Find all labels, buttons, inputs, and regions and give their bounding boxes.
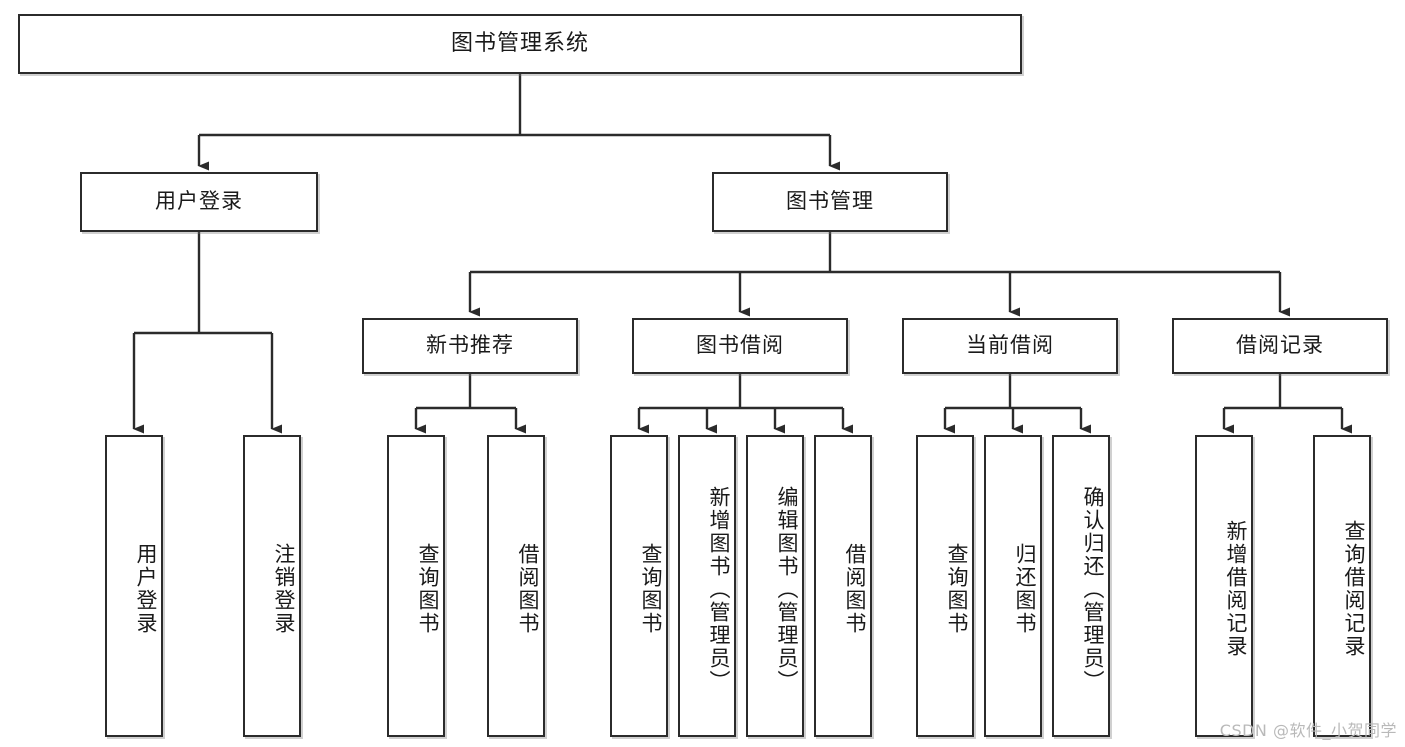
node-leaf-query-book-recommend-label: 查询图书 — [416, 543, 440, 635]
node-leaf-user-logout[interactable]: 注销登录 — [243, 435, 301, 737]
node-leaf-query-borrow-record-label: 查询借阅记录 — [1342, 520, 1366, 658]
node-leaf-edit-book-admin[interactable]: 编辑图书（管理员） — [746, 435, 804, 737]
node-user-login-label: 用户登录 — [155, 189, 243, 214]
node-leaf-query-book-current-label: 查询图书 — [945, 543, 969, 635]
node-leaf-return-book[interactable]: 归还图书 — [984, 435, 1042, 737]
node-root-label: 图书管理系统 — [450, 30, 589, 56]
node-leaf-return-book-label: 归还图书 — [1013, 543, 1037, 635]
node-borrow-record-label: 借阅记录 — [1236, 333, 1324, 358]
node-leaf-borrow-book-label: 借阅图书 — [843, 543, 867, 635]
node-leaf-query-book-borrow[interactable]: 查询图书 — [610, 435, 668, 737]
node-leaf-query-book-recommend[interactable]: 查询图书 — [387, 435, 445, 737]
node-leaf-edit-book-admin-label: 编辑图书（管理员） — [775, 485, 799, 693]
node-book-borrow[interactable]: 图书借阅 — [632, 318, 848, 374]
node-leaf-borrow-book-recommend-label: 借阅图书 — [516, 543, 540, 635]
node-borrow-record[interactable]: 借阅记录 — [1172, 318, 1388, 374]
node-leaf-borrow-book-recommend[interactable]: 借阅图书 — [487, 435, 545, 737]
node-leaf-user-login-label: 用户登录 — [134, 543, 158, 635]
node-new-book-recommend[interactable]: 新书推荐 — [362, 318, 578, 374]
node-leaf-add-borrow-record-label: 新增借阅记录 — [1224, 520, 1248, 658]
node-leaf-user-login[interactable]: 用户登录 — [105, 435, 163, 737]
node-leaf-query-book-current[interactable]: 查询图书 — [916, 435, 974, 737]
csdn-watermark: CSDN @软件_小贺同学 — [1219, 721, 1397, 740]
node-leaf-query-borrow-record[interactable]: 查询借阅记录 — [1313, 435, 1371, 737]
node-new-book-recommend-label: 新书推荐 — [426, 333, 514, 358]
node-leaf-add-book-admin-label: 新增图书（管理员） — [707, 485, 731, 693]
node-current-borrow-label: 当前借阅 — [966, 333, 1054, 358]
node-leaf-user-logout-label: 注销登录 — [272, 543, 296, 635]
node-leaf-add-book-admin[interactable]: 新增图书（管理员） — [678, 435, 736, 737]
node-leaf-confirm-return-admin-label: 确认归还（管理员） — [1081, 485, 1105, 693]
node-leaf-confirm-return-admin[interactable]: 确认归还（管理员） — [1052, 435, 1110, 737]
node-book-manage[interactable]: 图书管理 — [712, 172, 948, 232]
node-user-login[interactable]: 用户登录 — [80, 172, 318, 232]
node-current-borrow[interactable]: 当前借阅 — [902, 318, 1118, 374]
node-book-borrow-label: 图书借阅 — [696, 333, 784, 358]
node-root[interactable]: 图书管理系统 — [18, 14, 1022, 74]
node-leaf-add-borrow-record[interactable]: 新增借阅记录 — [1195, 435, 1253, 737]
node-leaf-borrow-book[interactable]: 借阅图书 — [814, 435, 872, 737]
node-book-manage-label: 图书管理 — [786, 189, 874, 214]
node-leaf-query-book-borrow-label: 查询图书 — [639, 543, 663, 635]
